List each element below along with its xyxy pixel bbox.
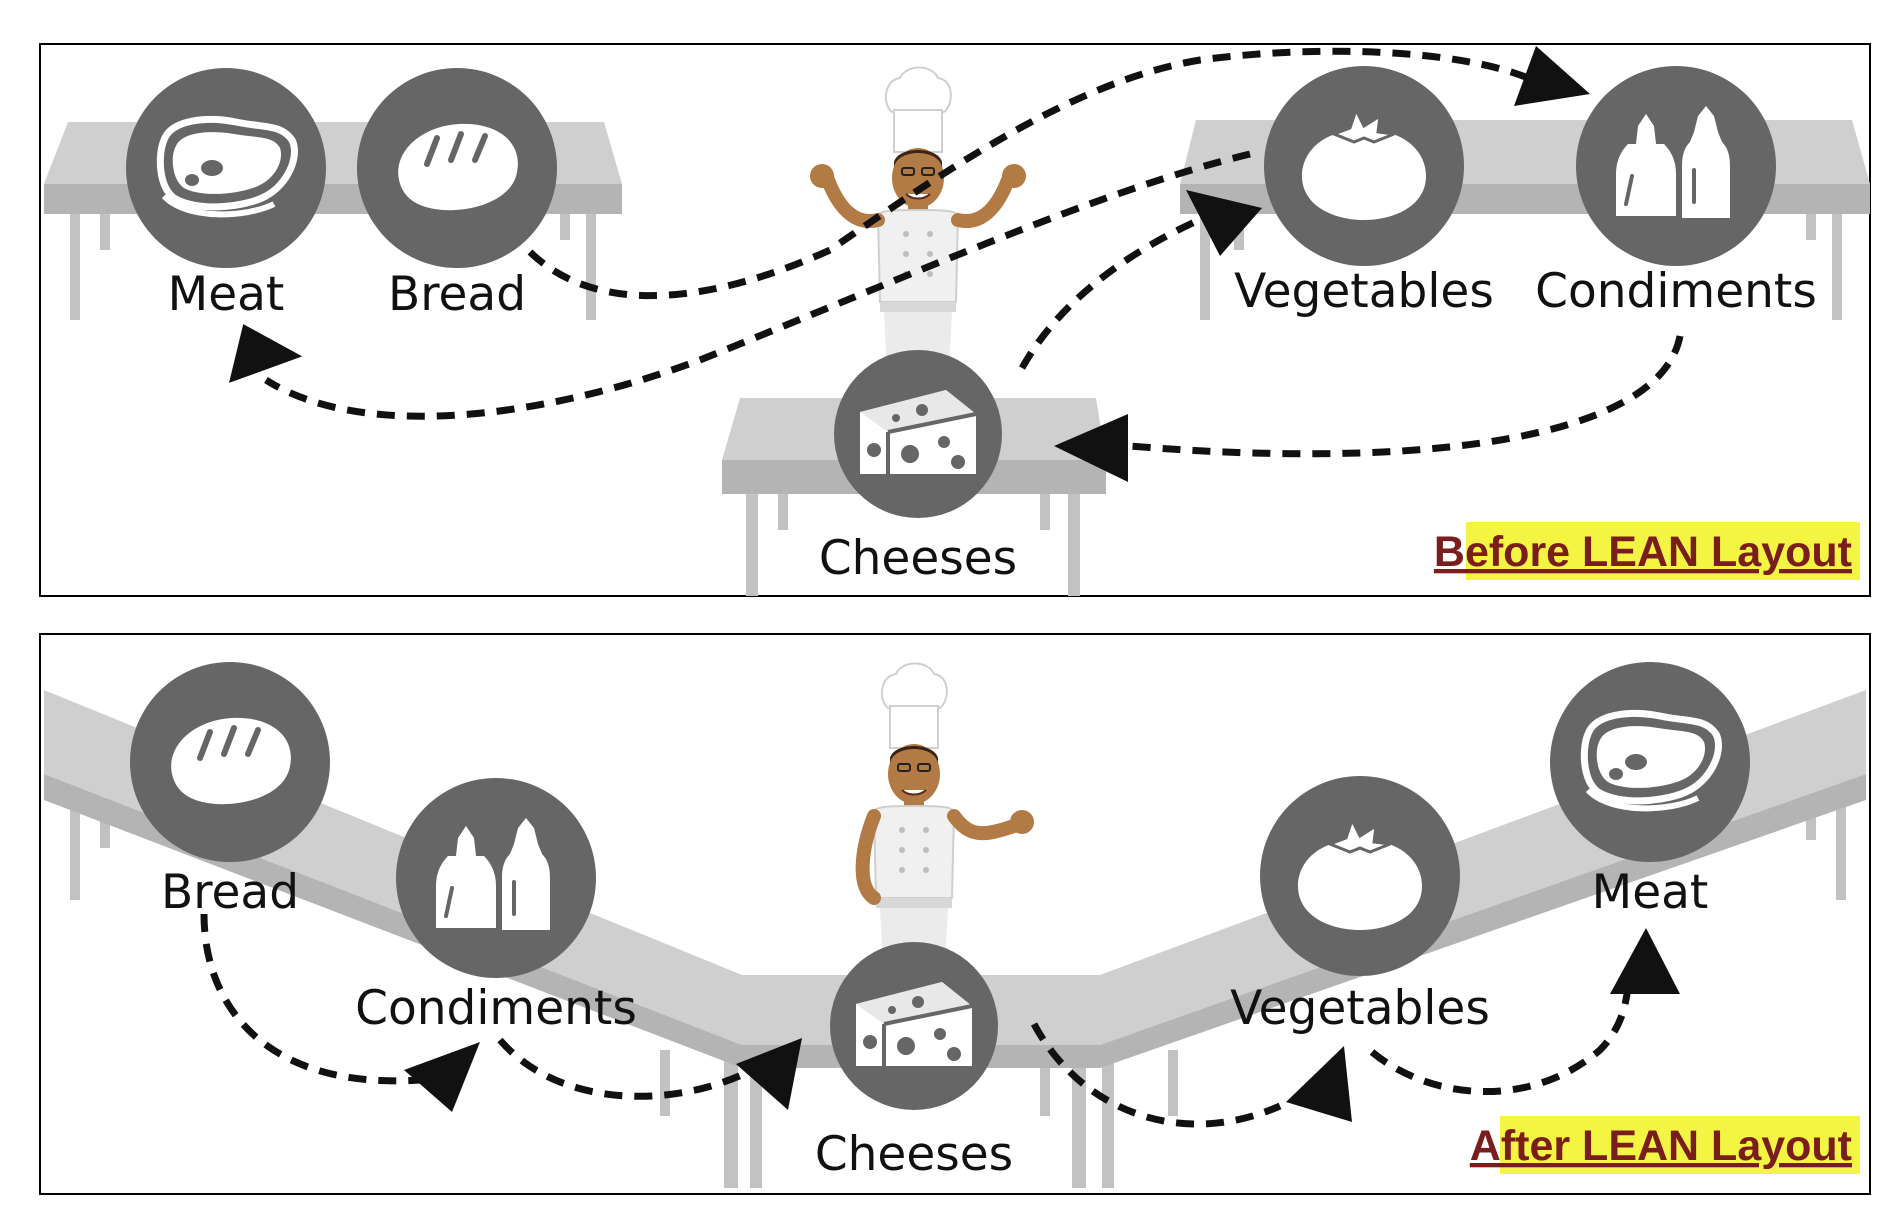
station-label: Cheeses	[815, 1127, 1013, 1182]
flow-path	[527, 47, 1530, 300]
caption-text: After LEAN Layout	[1470, 1122, 1852, 1170]
flow-path	[497, 1037, 762, 1100]
after-panel: Bread Condiments Cheeses Vegetables Meat	[39, 633, 1871, 1195]
flow-path	[1030, 1022, 1282, 1128]
after-station-cheeses: Cheeses	[815, 942, 1013, 1182]
before-panel: Meat Bread Vegetables Condiments Cheeses	[39, 43, 1871, 597]
station-label: Bread	[161, 865, 299, 920]
after-station-condiments: Condiments	[355, 778, 637, 1036]
after-arrowheads	[404, 928, 1680, 1122]
after-flow-arrows	[200, 913, 1632, 1128]
caption-text: Before LEAN Layout	[1434, 528, 1852, 576]
station-label: Vegetables	[1230, 981, 1490, 1036]
before-flow-arrows	[264, 47, 1684, 458]
station-label: Condiments	[355, 981, 637, 1036]
flow-path	[264, 150, 1251, 420]
before-station-cheeses: Cheeses	[819, 350, 1017, 586]
before-station-meat: Meat	[126, 68, 326, 322]
before-arrowheads	[229, 46, 1590, 482]
before-caption: Before LEAN Layout	[1434, 522, 1860, 580]
station-label: Vegetables	[1234, 264, 1494, 319]
after-station-bread: Bread	[130, 662, 330, 920]
before-station-bread: Bread	[357, 68, 557, 322]
after-station-meat: Meat	[1550, 662, 1750, 920]
after-caption: After LEAN Layout	[1470, 1116, 1860, 1174]
chef-figure	[855, 662, 1034, 987]
station-label: Condiments	[1535, 264, 1817, 319]
after-station-vegetables: Vegetables	[1230, 776, 1490, 1036]
station-label: Meat	[168, 267, 285, 322]
flow-path	[1018, 212, 1210, 370]
flow-path	[200, 913, 421, 1085]
before-station-condiments: Condiments	[1535, 66, 1817, 319]
flow-path	[1129, 335, 1684, 458]
station-label: Bread	[388, 267, 526, 322]
station-label: Meat	[1592, 865, 1709, 920]
before-station-vegetables: Vegetables	[1234, 66, 1494, 319]
station-label: Cheeses	[819, 531, 1017, 586]
